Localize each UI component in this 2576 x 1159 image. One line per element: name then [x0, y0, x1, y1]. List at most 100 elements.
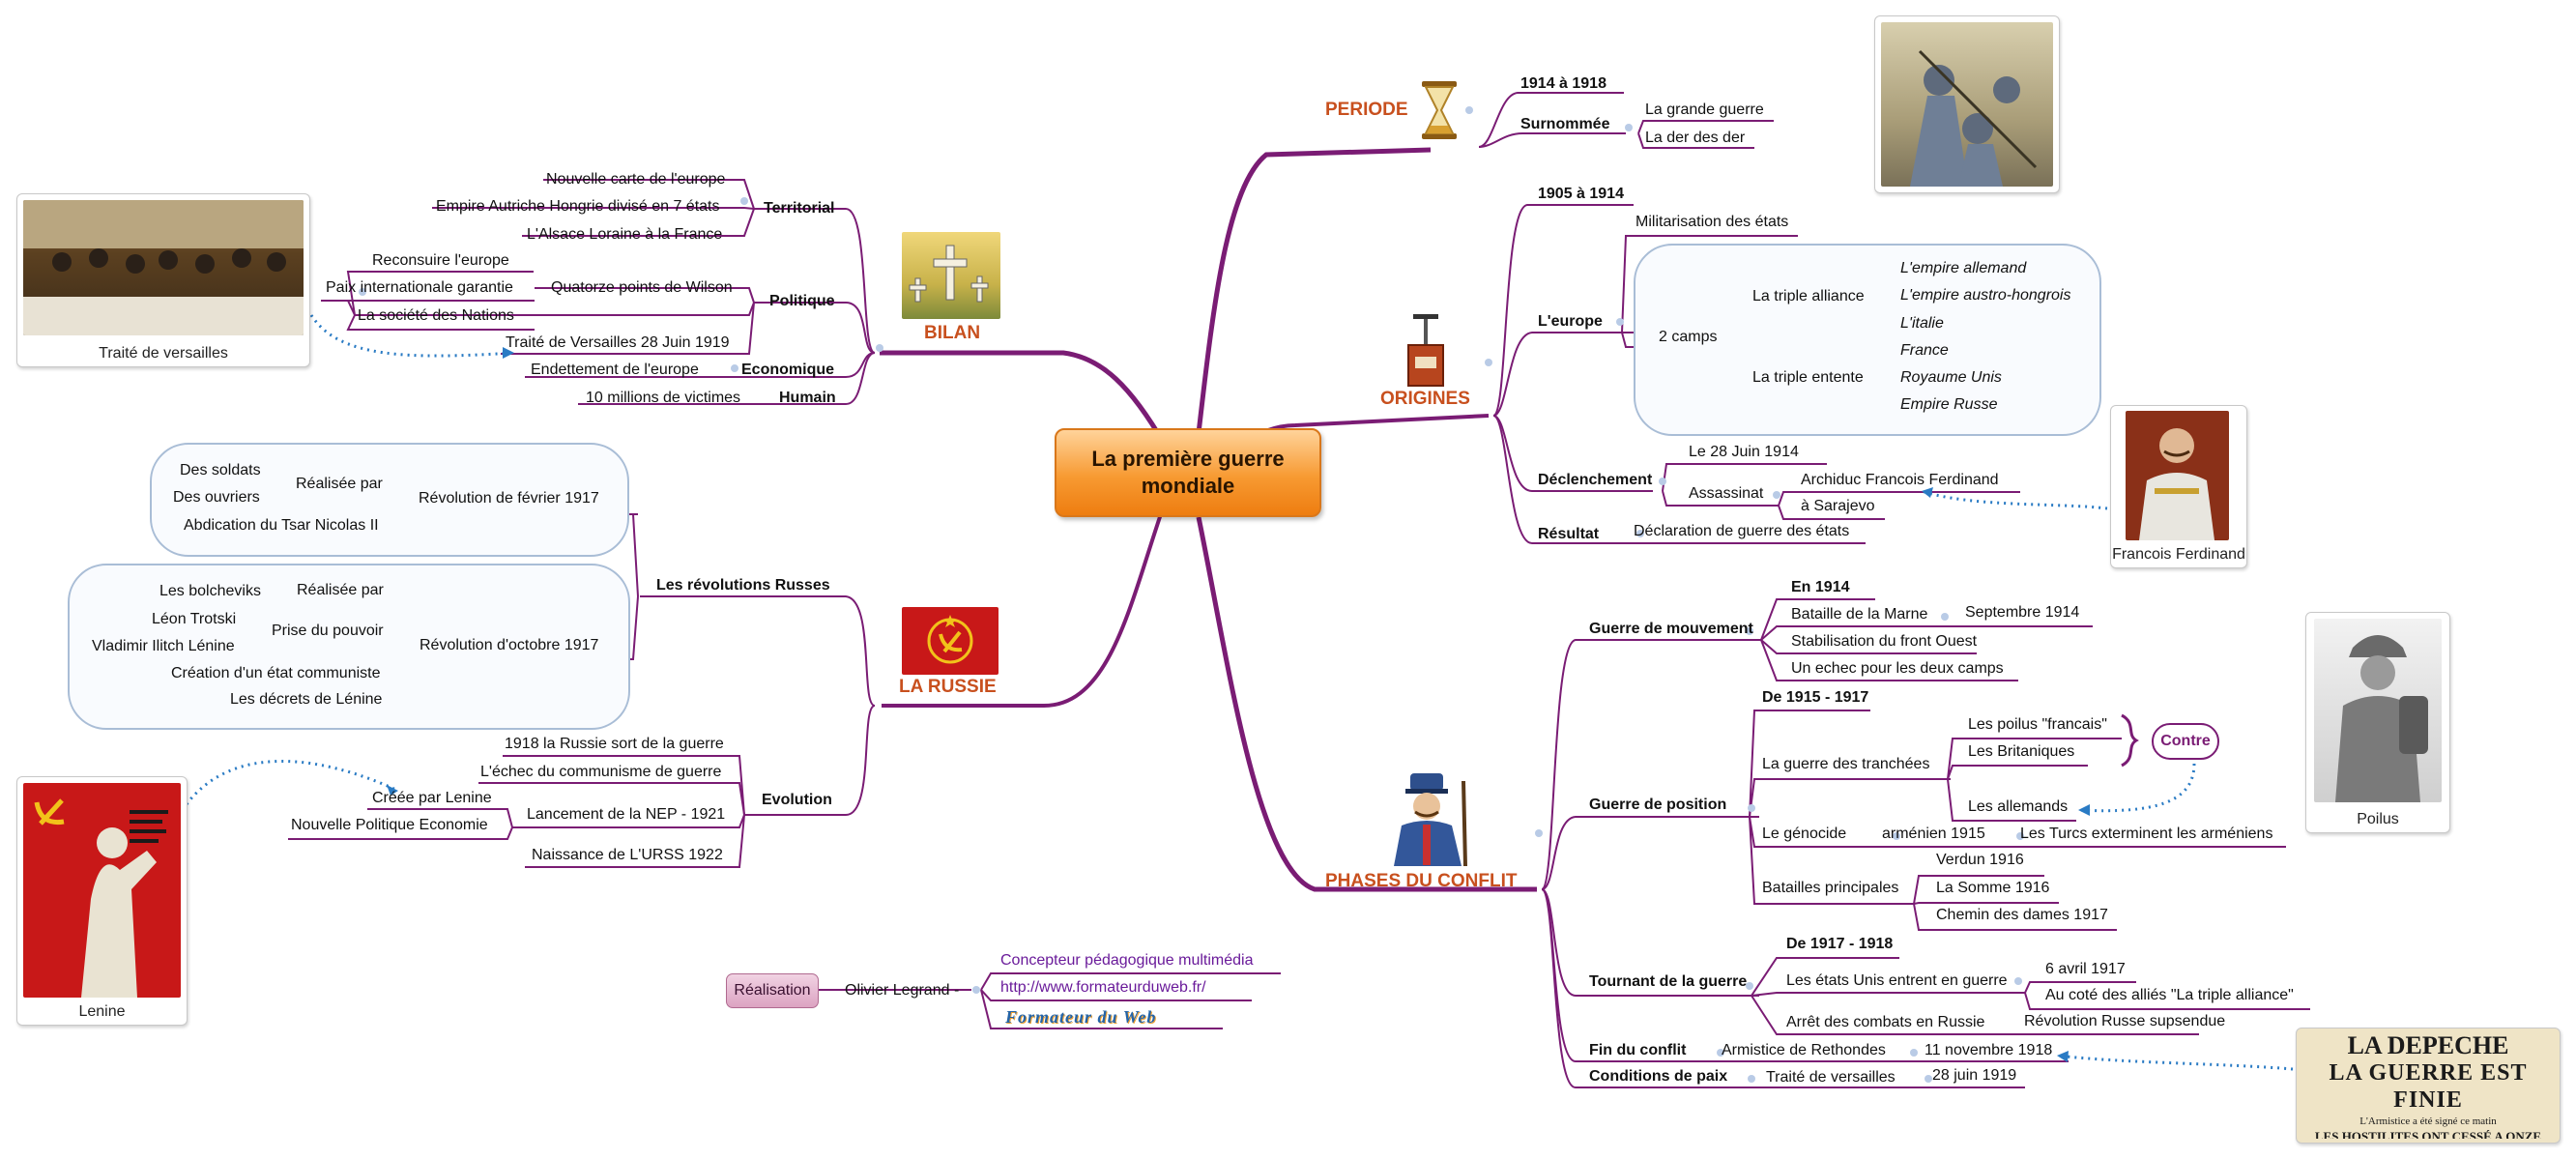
- origines-europe[interactable]: L'europe: [1538, 313, 1603, 330]
- bilan-paix[interactable]: Paix internationale garantie: [326, 279, 513, 296]
- russie-ouvriers[interactable]: Des ouvriers: [173, 489, 260, 506]
- phase-armistice-date[interactable]: 11 novembre 1918: [1925, 1042, 2053, 1058]
- card-lenine[interactable]: Lenine: [16, 776, 188, 1026]
- credits-author[interactable]: Olivier Legrand -: [845, 982, 960, 999]
- russie-urss[interactable]: Naissance de L'URSS 1922: [532, 847, 723, 863]
- russie-realisee-par[interactable]: Réalisée par: [296, 476, 383, 492]
- phase-fin[interactable]: Fin du conflit: [1589, 1042, 1687, 1058]
- periode-name-1[interactable]: La grande guerre: [1645, 101, 1764, 118]
- phase-somme[interactable]: La Somme 1916: [1936, 880, 2050, 896]
- phase-de1917[interactable]: De 1917 - 1918: [1786, 936, 1894, 952]
- origines-date[interactable]: 1905 à 1914: [1538, 186, 1624, 202]
- bilan-quatorze[interactable]: Quatorze points de Wilson: [551, 279, 733, 296]
- entente-member-1[interactable]: France: [1900, 342, 1949, 359]
- phase-chemin[interactable]: Chemin des dames 1917: [1936, 907, 2108, 923]
- card-ferdinand[interactable]: Francois Ferdinand: [2110, 405, 2247, 568]
- phase-usa[interactable]: Les états Unis entrent en guerre: [1786, 972, 2008, 989]
- bilan-territorial[interactable]: Territorial: [764, 200, 835, 217]
- phase-armenien[interactable]: arménien 1915: [1882, 826, 1985, 842]
- bilan-territorial-3[interactable]: L'Alsace Loraine à la France: [527, 226, 723, 243]
- bilan-politique[interactable]: Politique: [769, 293, 835, 309]
- phase-arret[interactable]: Arrêt des combats en Russie: [1786, 1014, 1985, 1030]
- alliance-member-2[interactable]: L'empire austro-hongrois: [1900, 287, 2071, 304]
- russie-lenine[interactable]: Vladimir Ilitch Lénine: [92, 638, 235, 654]
- branch-periode[interactable]: PERIODE: [1325, 100, 1408, 120]
- russie-nouvelle[interactable]: Nouvelle Politique Economie: [291, 817, 488, 833]
- russie-prise[interactable]: Prise du pouvoir: [272, 623, 384, 639]
- branch-russie[interactable]: LA RUSSIE: [899, 677, 997, 697]
- phase-allemands[interactable]: Les allemands: [1968, 798, 2069, 815]
- alliance-member-3[interactable]: L'italie: [1900, 315, 1944, 332]
- russie-realisee-par-2[interactable]: Réalisée par: [297, 582, 384, 598]
- russie-fevrier[interactable]: Révolution de février 1917: [419, 490, 599, 507]
- phase-paix[interactable]: Conditions de paix: [1589, 1068, 1728, 1085]
- phase-britaniques[interactable]: Les Britaniques: [1968, 743, 2075, 760]
- phase-verdun[interactable]: Verdun 1916: [1936, 852, 2024, 868]
- bilan-economique[interactable]: Economique: [741, 362, 835, 378]
- phase-traite-date[interactable]: 28 juin 1919: [1932, 1067, 2017, 1084]
- entente-member-2[interactable]: Royaume Unis: [1900, 369, 2002, 386]
- origines-date-assassinat[interactable]: Le 28 Juin 1914: [1689, 444, 1799, 460]
- origines-assassinat[interactable]: Assassinat: [1689, 485, 1764, 502]
- origines-militarisation[interactable]: Militarisation des états: [1635, 214, 1789, 230]
- phase-tournant[interactable]: Tournant de la guerre: [1589, 973, 1748, 990]
- card-depeche[interactable]: LA DEPECHE LA GUERRE EST FINIE L'Armisti…: [2296, 1028, 2561, 1144]
- russie-abdication[interactable]: Abdication du Tsar Nicolas II: [184, 517, 379, 534]
- russie-evolution[interactable]: Evolution: [762, 792, 832, 808]
- russie-octobre[interactable]: Révolution d'octobre 1917: [420, 637, 599, 653]
- origines-victime[interactable]: Archiduc Francois Ferdinand: [1801, 472, 1999, 488]
- russie-nep[interactable]: Lancement de la NEP - 1921: [527, 806, 726, 823]
- phase-traite[interactable]: Traité de versailles: [1766, 1069, 1896, 1086]
- bilan-humain[interactable]: Humain: [779, 390, 836, 406]
- russie-etat[interactable]: Création d'un état communiste: [171, 665, 381, 681]
- phase-de1915[interactable]: De 1915 - 1917: [1762, 689, 1869, 706]
- russie-bolcheviks[interactable]: Les bolcheviks: [159, 583, 261, 599]
- bilan-victimes[interactable]: 10 millions de victimes: [586, 390, 741, 406]
- bilan-territorial-1[interactable]: Nouvelle carte de l'europe: [546, 171, 726, 188]
- contre-label[interactable]: Contre: [2152, 723, 2219, 760]
- card-poilus[interactable]: Poilus: [2305, 612, 2450, 833]
- card-soldiers[interactable]: [1874, 15, 2060, 193]
- branch-phases[interactable]: PHASES DU CONFLIT: [1325, 871, 1518, 891]
- origines-resultat[interactable]: Résultat: [1538, 526, 1600, 542]
- credits-role[interactable]: Concepteur pédagogique multimédia: [1000, 952, 1254, 969]
- periode-date[interactable]: 1914 à 1918: [1520, 75, 1606, 92]
- bilan-endettement[interactable]: Endettement de l'europe: [531, 362, 699, 378]
- phase-turcs[interactable]: Les Turcs exterminent les arméniens: [2020, 826, 2273, 842]
- russie-trotski[interactable]: Léon Trotski: [152, 611, 237, 627]
- phase-armistice[interactable]: Armistice de Rethondes: [1722, 1042, 1886, 1058]
- russie-revolutions[interactable]: Les révolutions Russes: [656, 577, 830, 594]
- periode-name-2[interactable]: La der des der: [1645, 130, 1746, 146]
- phase-poilus-fr[interactable]: Les poilus "francais": [1968, 716, 2107, 733]
- bilan-sdn[interactable]: La société des Nations: [358, 307, 514, 324]
- periode-surnommee[interactable]: Surnommée: [1520, 116, 1610, 132]
- russie-decrets[interactable]: Les décrets de Lénine: [230, 691, 383, 708]
- branch-bilan[interactable]: BILAN: [924, 323, 981, 343]
- formateur-logo[interactable]: Formateur du Web: [1005, 1007, 1156, 1028]
- realisation-badge[interactable]: Réalisation: [726, 973, 819, 1008]
- origines-lieu[interactable]: à Sarajevo: [1801, 498, 1875, 514]
- origines-resultat-text[interactable]: Déclaration de guerre des états: [1634, 523, 1850, 539]
- russie-sort[interactable]: 1918 la Russie sort de la guerre: [505, 736, 724, 752]
- phase-position[interactable]: Guerre de position: [1589, 797, 1727, 813]
- phase-usa-cote[interactable]: Au coté des alliés "La triple alliance": [2045, 987, 2294, 1003]
- phase-echec[interactable]: Un echec pour les deux camps: [1791, 660, 2004, 677]
- entente-member-3[interactable]: Empire Russe: [1900, 396, 1998, 413]
- russie-echec[interactable]: L'échec du communisme de guerre: [480, 764, 722, 780]
- phase-revolution-suspendue[interactable]: Révolution Russe supsendue: [2024, 1013, 2226, 1029]
- card-versailles[interactable]: Traité de versailles: [16, 193, 310, 367]
- branch-origines[interactable]: ORIGINES: [1380, 389, 1470, 409]
- origines-entente[interactable]: La triple entente: [1752, 369, 1864, 386]
- origines-alliance[interactable]: La triple alliance: [1752, 288, 1865, 304]
- credits-url[interactable]: http://www.formateurduweb.fr/: [1000, 979, 1206, 996]
- russie-soldats[interactable]: Des soldats: [180, 462, 261, 478]
- bilan-reconstruire[interactable]: Reconsuire l'europe: [372, 252, 509, 269]
- phase-batailles[interactable]: Batailles principales: [1762, 880, 1899, 896]
- phase-genocide[interactable]: Le génocide: [1762, 826, 1847, 842]
- phase-marne[interactable]: Bataille de la Marne: [1791, 606, 1928, 623]
- central-topic[interactable]: La première guerre mondiale: [1055, 428, 1321, 517]
- phase-stabilisation[interactable]: Stabilisation du front Ouest: [1791, 633, 1978, 650]
- bilan-versailles[interactable]: Traité de Versailles 28 Juin 1919: [506, 334, 730, 351]
- origines-camps[interactable]: 2 camps: [1659, 329, 1718, 345]
- phase-usa-date[interactable]: 6 avril 1917: [2045, 961, 2126, 977]
